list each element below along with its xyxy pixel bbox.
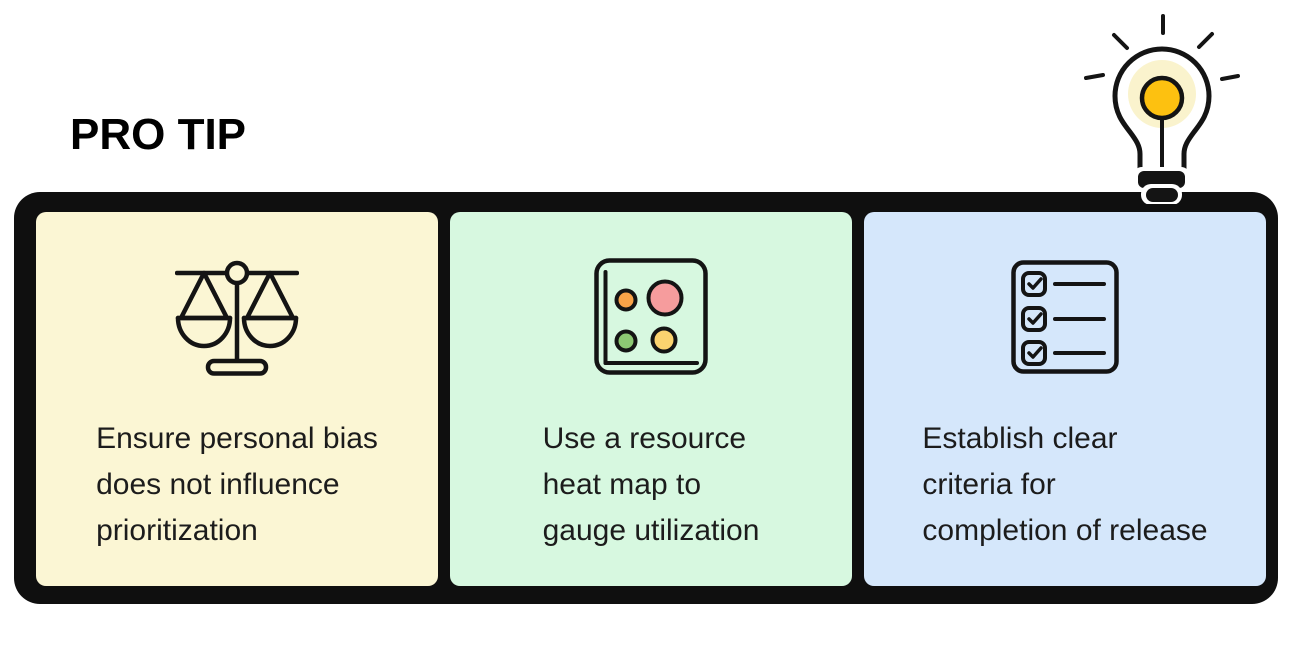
bulb-base <box>1138 171 1185 188</box>
heat-dot-green <box>614 329 638 353</box>
checklist-frame <box>1011 260 1119 374</box>
scale-pivot <box>224 260 250 286</box>
heat-map-icon <box>594 258 708 375</box>
card-text-line: criteria for <box>922 468 1056 501</box>
bulb-tip <box>1146 188 1178 202</box>
page-title: PRO TIP <box>70 110 247 159</box>
scale-right-pan <box>241 315 299 349</box>
scale-right-hanger <box>244 270 296 321</box>
heat-dot-orange <box>614 288 638 312</box>
card-text-line: heat map to <box>542 468 702 501</box>
card-personal-bias: Ensure personal bias does not influence … <box>36 212 438 586</box>
card-text-line: completion of release <box>922 514 1208 547</box>
card-clear-criteria: Establish clear criteria for completion … <box>864 212 1266 586</box>
card-text-line: Ensure personal bias <box>96 422 378 455</box>
checklist-rows <box>1021 271 1106 366</box>
card-icon-slot <box>1011 258 1119 376</box>
scale-left-pan <box>175 315 233 349</box>
card-text-line: Use a resource <box>542 422 747 455</box>
card-text: Ensure personal bias does not influence … <box>96 416 378 554</box>
card-heat-map: Use a resource heat map to gauge utiliza… <box>450 212 852 586</box>
card-icon-slot <box>175 258 299 376</box>
card-text-line: gauge utilization <box>542 514 760 547</box>
card-text-line: does not influence <box>96 468 340 501</box>
card-icon-slot <box>594 258 708 376</box>
balance-scale-icon <box>175 260 299 376</box>
heat-dot-yellow <box>650 326 678 354</box>
card-text: Establish clear criteria for completion … <box>922 416 1207 554</box>
heat-dot-pink <box>646 279 684 317</box>
heat-map-frame <box>594 258 708 375</box>
tips-panel: Ensure personal bias does not influence … <box>14 192 1278 604</box>
light-rays <box>1084 14 1240 81</box>
scale-base <box>205 358 269 376</box>
card-text-line: prioritization <box>96 514 258 547</box>
scale-left-hanger <box>178 270 230 321</box>
bulb-core <box>1139 75 1185 121</box>
card-text-line: Establish clear <box>922 422 1118 455</box>
card-text: Use a resource heat map to gauge utiliza… <box>543 416 760 554</box>
heat-map-axes <box>603 270 699 365</box>
checklist-icon <box>1011 260 1119 374</box>
lightbulb-idea-icon <box>1084 14 1240 204</box>
